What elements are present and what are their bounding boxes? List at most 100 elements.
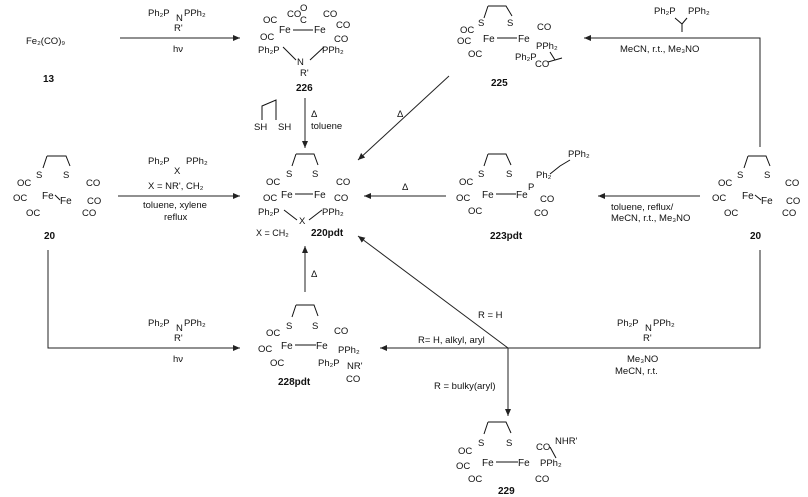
svg-text:X = NR', CH₂: X = NR', CH₂ <box>148 181 204 192</box>
svg-text:R': R' <box>643 333 652 344</box>
svg-text:OC: OC <box>456 461 470 472</box>
svg-text:Δ: Δ <box>311 109 318 120</box>
svg-text:PPh₂: PPh₂ <box>540 458 562 469</box>
svg-text:Fe: Fe <box>482 458 494 469</box>
svg-text:Fe: Fe <box>482 190 494 201</box>
svg-text:CO: CO <box>782 208 796 219</box>
reagent-n: N <box>176 13 183 24</box>
svg-text:NHR': NHR' <box>555 436 578 447</box>
svg-text:S: S <box>478 169 484 180</box>
svg-text:PPh₂: PPh₂ <box>568 149 590 160</box>
svg-text:PPh₂: PPh₂ <box>338 345 360 356</box>
svg-text:CO: CO <box>785 178 799 189</box>
svg-text:S: S <box>507 18 513 29</box>
svg-text:toluene, reflux/: toluene, reflux/ <box>611 202 674 213</box>
svg-text:CO: CO <box>540 194 554 205</box>
reagent-r: R' <box>174 23 183 34</box>
svg-text:X = CH₂: X = CH₂ <box>256 228 289 238</box>
reaction-13-to-226: Ph₂P N PPh₂ R' hν <box>120 8 240 55</box>
svg-text:OC: OC <box>468 206 482 217</box>
compound-229: S S OC Fe Fe OC OC CO NHR' PPh₂ CO 229 <box>456 421 578 497</box>
arrow-20-225 <box>584 35 761 147</box>
svg-text:N: N <box>645 323 652 334</box>
arrow-to-220 <box>357 235 509 349</box>
compound-id-226: 226 <box>296 83 313 94</box>
svg-text:OC: OC <box>266 328 280 339</box>
compound-id-228pdt: 228pdt <box>278 377 311 388</box>
svg-text:OC: OC <box>718 178 732 189</box>
svg-text:OC: OC <box>468 49 482 60</box>
svg-text:Fe: Fe <box>518 458 530 469</box>
svg-text:Fe: Fe <box>314 25 326 36</box>
compound-id-20-right: 20 <box>750 231 762 242</box>
svg-text:MeCN, r.t., Me₃NO: MeCN, r.t., Me₃NO <box>620 44 699 55</box>
svg-text:O: O <box>300 3 307 14</box>
reaction-20-to-223: toluene, reflux/ MeCN, r.t., Me₃NO <box>598 193 700 224</box>
svg-text:S: S <box>478 438 484 449</box>
svg-text:reflux: reflux <box>164 212 187 223</box>
svg-text:PPh₂: PPh₂ <box>322 45 344 56</box>
svg-text:OC: OC <box>456 193 470 204</box>
arrow-20-228 <box>47 250 240 351</box>
svg-text:S: S <box>36 170 42 181</box>
svg-text:OC: OC <box>258 344 272 355</box>
svg-text:MeCN, r.t., Me₃NO: MeCN, r.t., Me₃NO <box>611 213 690 224</box>
svg-text:SH: SH <box>278 122 291 133</box>
svg-text:Me₃NO: Me₃NO <box>627 354 658 365</box>
svg-text:NR': NR' <box>347 361 363 372</box>
svg-text:PPh₂: PPh₂ <box>653 318 675 329</box>
svg-text:Fe: Fe <box>761 196 773 207</box>
svg-text:PPh₂: PPh₂ <box>322 207 344 218</box>
svg-text:CO: CO <box>323 9 337 20</box>
svg-text:Δ: Δ <box>397 109 404 120</box>
svg-text:OC: OC <box>26 208 40 219</box>
svg-text:CO: CO <box>334 193 348 204</box>
svg-text:PPh₂: PPh₂ <box>688 6 710 17</box>
svg-text:CO: CO <box>786 196 800 207</box>
svg-text:Fe: Fe <box>742 191 754 202</box>
svg-text:Ph₂P: Ph₂P <box>654 6 676 17</box>
svg-text:Fe: Fe <box>281 190 293 201</box>
svg-text:CO: CO <box>537 22 551 33</box>
svg-text:S: S <box>286 321 292 332</box>
svg-text:OC: OC <box>263 193 277 204</box>
svg-text:C: C <box>300 15 307 26</box>
reagent-hv: hν <box>173 44 183 55</box>
svg-text:OC: OC <box>270 358 284 369</box>
svg-text:Δ: Δ <box>311 269 318 280</box>
svg-text:OC: OC <box>458 446 472 457</box>
svg-text:R = bulky(aryl): R = bulky(aryl) <box>434 381 496 392</box>
compound-id-229: 229 <box>498 486 515 497</box>
svg-text:R': R' <box>300 68 309 79</box>
svg-text:OC: OC <box>13 193 27 204</box>
svg-text:Fe: Fe <box>316 341 328 352</box>
svg-text:PPh₂: PPh₂ <box>536 41 558 52</box>
reaction-225-to-220: Δ <box>357 75 450 161</box>
svg-text:S: S <box>506 169 512 180</box>
svg-text:CO: CO <box>346 374 360 385</box>
svg-text:Fe: Fe <box>281 341 293 352</box>
svg-text:S: S <box>312 169 318 180</box>
svg-text:R = H: R = H <box>478 310 503 321</box>
svg-text:N: N <box>176 323 183 334</box>
svg-text:Ph₂P: Ph₂P <box>148 156 170 167</box>
reaction-20-to-220: Ph₂P X PPh₂ X = NR', CH₂ toluene, xylene… <box>118 156 240 223</box>
compound-228pdt: S S OC CO Fe Fe OC PPh₂ OC Ph₂P NR' CO 2… <box>258 304 363 388</box>
svg-text:OC: OC <box>260 32 274 43</box>
svg-text:Fe: Fe <box>518 34 530 45</box>
svg-text:OC: OC <box>266 177 280 188</box>
svg-text:S: S <box>737 170 743 181</box>
svg-text:CO: CO <box>535 474 549 485</box>
svg-text:hν: hν <box>173 354 183 365</box>
svg-text:CO: CO <box>336 20 350 31</box>
svg-text:OC: OC <box>17 178 31 189</box>
svg-text:SH: SH <box>254 122 267 133</box>
reaction-223-to-220: Δ <box>364 182 446 199</box>
svg-text:Δ: Δ <box>402 182 409 193</box>
svg-text:MeCN, r.t.: MeCN, r.t. <box>615 366 658 377</box>
svg-text:CO: CO <box>86 178 100 189</box>
reaction-20-to-225: Ph₂P PPh₂ MeCN, r.t., Me₃NO <box>584 6 761 147</box>
svg-text:Ph₂P: Ph₂P <box>148 318 170 329</box>
svg-text:CO: CO <box>87 196 101 207</box>
